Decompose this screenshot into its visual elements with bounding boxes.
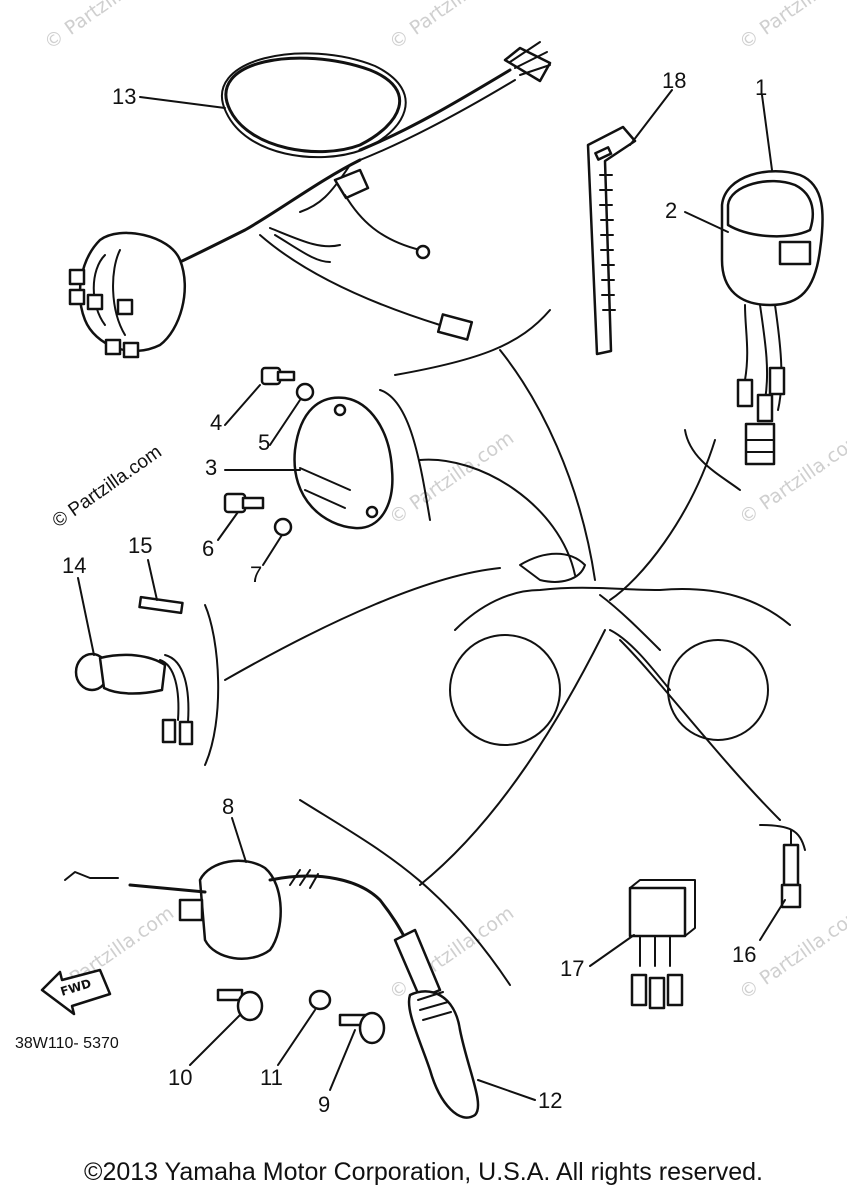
washer-5 [295, 382, 315, 402]
leader-lines [77, 89, 786, 1101]
watermark: © Partzilla.com [385, 0, 518, 54]
cable-tie [586, 125, 637, 356]
washer-7 [273, 517, 293, 537]
callout-10: 10 [168, 1065, 192, 1090]
bracket-3 [379, 389, 431, 521]
bracket-1 [684, 429, 741, 491]
bolt-6 [223, 492, 265, 514]
callout-15: 15 [128, 533, 152, 558]
harness-connectors [68, 268, 140, 359]
tape-15 [138, 595, 184, 615]
washer-11 [308, 989, 332, 1011]
copyright-notice: ©2013 Yamaha Motor Corporation, U.S.A. A… [84, 1158, 763, 1186]
bolt-9 [338, 1011, 386, 1045]
bolt-4 [260, 366, 296, 386]
bracket-13 [394, 309, 551, 376]
callout-9: 9 [318, 1092, 330, 1117]
callout-1: 1 [755, 75, 767, 100]
sensor-14 [74, 652, 194, 746]
callout-7: 7 [250, 562, 262, 587]
reference-lines [224, 349, 806, 986]
callout-17: 17 [560, 956, 584, 981]
plug-cap [393, 928, 480, 1119]
bolt-10 [216, 988, 264, 1022]
watermark: © Partzilla.com [40, 0, 173, 54]
cdi-unit [293, 396, 394, 530]
callout-12: 12 [538, 1088, 562, 1113]
watermark: © Partzilla.com [735, 0, 847, 54]
callout-2: 2 [665, 198, 677, 223]
watermark-side: © Partzilla.com [49, 441, 166, 532]
bracket-14 [204, 604, 220, 766]
callout-11: 11 [260, 1065, 283, 1090]
callout-13: 13 [112, 84, 136, 109]
callout-5: 5 [258, 430, 270, 455]
callout-18: 18 [662, 68, 686, 93]
callout-4: 4 [210, 410, 222, 435]
relay-unit [720, 170, 824, 466]
callout-3: 3 [205, 455, 217, 480]
motorcycle-outline [449, 552, 791, 746]
callout-8: 8 [222, 794, 234, 819]
wire-harness [68, 41, 552, 359]
callout-6: 6 [202, 536, 214, 561]
callout-numbers: 13 18 1 2 4 5 3 6 7 15 14 8 38W110- 5370… [15, 68, 767, 1117]
watermarks: © Partzilla.com © Partzilla.com © Partzi… [40, 0, 847, 1004]
callout-14: 14 [62, 553, 86, 578]
fwd-arrow: FWD [40, 968, 112, 1016]
connector-17 [628, 879, 696, 1010]
probe-16 [780, 829, 802, 909]
diagram-code: 38W110- 5370 [15, 1035, 119, 1052]
callout-16: 16 [732, 942, 756, 967]
